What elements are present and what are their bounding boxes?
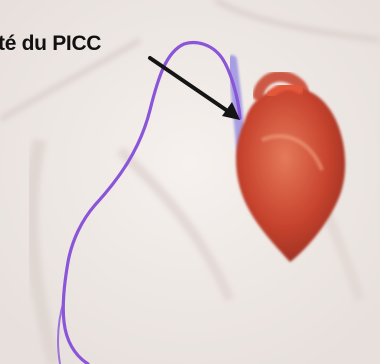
catheter-tip-label: té du PICC [0, 32, 101, 56]
